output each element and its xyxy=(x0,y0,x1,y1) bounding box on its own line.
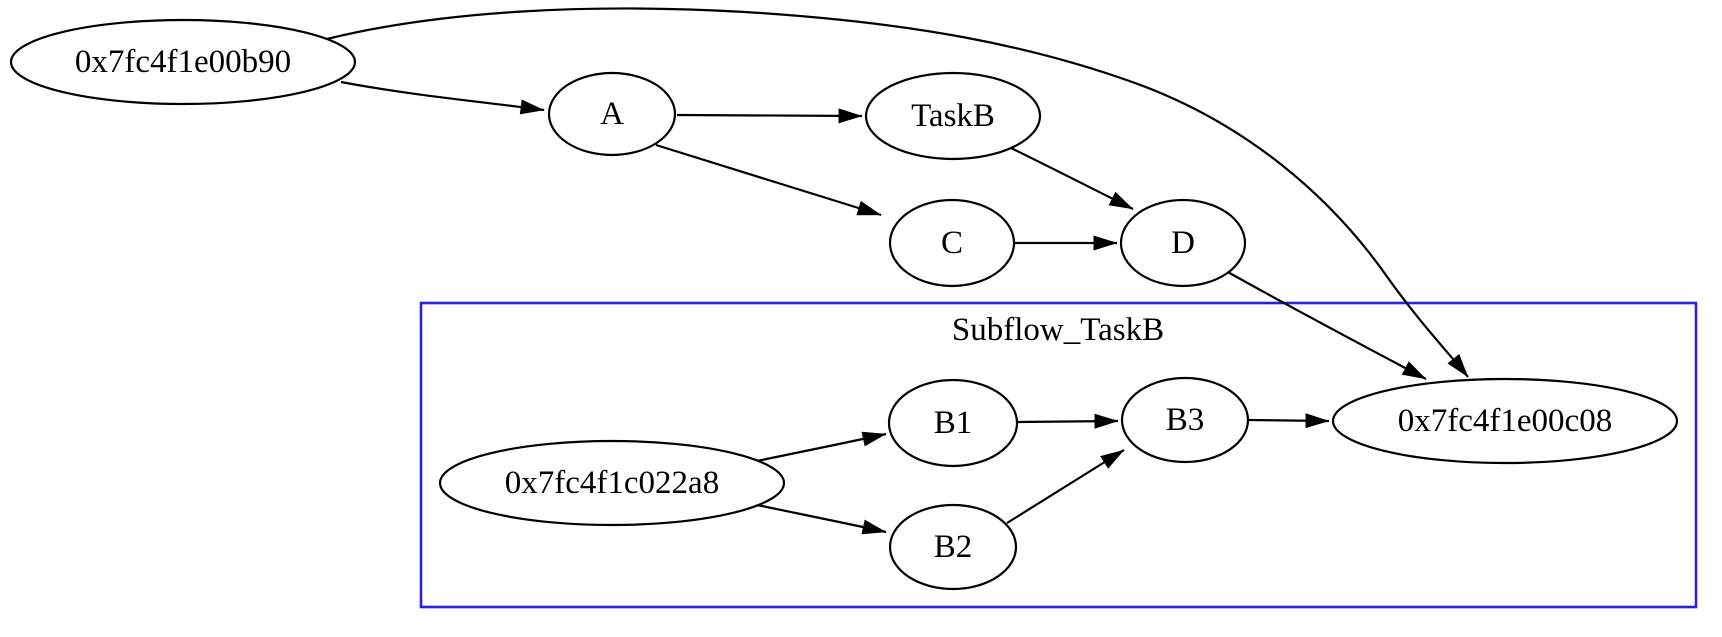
edge-B3-to-0x7fc4f1e00c08 xyxy=(1247,413,1330,429)
edge-B1-to-B3 xyxy=(1016,413,1119,429)
node-b3-label: B3 xyxy=(1166,402,1205,438)
node-0x7fc4f1e00c08-label: 0x7fc4f1e00c08 xyxy=(1398,403,1612,439)
node-taskb: TaskB xyxy=(864,71,1042,161)
node-d: D xyxy=(1119,198,1247,288)
node-a: A xyxy=(547,71,677,157)
node-a-label: A xyxy=(600,96,624,132)
node-c: C xyxy=(888,198,1016,288)
cluster-subflow-taskb: Subflow_TaskB xyxy=(419,301,1698,609)
edge-A-to-TaskB xyxy=(676,108,863,124)
node-b1-label: B1 xyxy=(934,405,973,441)
node-0x7fc4f1e00c08: 0x7fc4f1e00c08 xyxy=(1331,377,1679,465)
node-taskb-ellipse xyxy=(864,71,1042,161)
node-0x7fc4f1c022a8-ellipse xyxy=(438,439,786,527)
node-b2-label: B2 xyxy=(934,529,973,565)
node-b3-ellipse xyxy=(1120,376,1250,464)
node-0x7fc4f1c022a8-label: 0x7fc4f1c022a8 xyxy=(505,465,719,501)
node-0x7fc4f1e00b90-ellipse xyxy=(9,18,357,106)
node-b1-ellipse xyxy=(887,378,1019,468)
edge-TaskB-to-D xyxy=(1010,147,1134,210)
node-c-ellipse xyxy=(888,198,1016,288)
edge-0x7fc4f1c022a8-to-B1 xyxy=(756,431,887,463)
edge-A-to-C xyxy=(655,143,882,217)
node-0x7fc4f1c022a8: 0x7fc4f1c022a8 xyxy=(438,439,786,527)
node-a-ellipse xyxy=(547,71,677,157)
edge-0x7fc4f1e00b90-to-A xyxy=(340,80,545,115)
edge-B2-to-B3 xyxy=(1006,449,1125,524)
node-c-label: C xyxy=(941,225,963,261)
node-taskb-label: TaskB xyxy=(911,98,995,134)
cluster-border xyxy=(419,301,1698,609)
node-b2: B2 xyxy=(888,503,1018,591)
node-0x7fc4f1e00c08-ellipse xyxy=(1331,377,1679,465)
cluster-label: Subflow_TaskB xyxy=(952,312,1164,348)
node-0x7fc4f1e00b90-label: 0x7fc4f1e00b90 xyxy=(75,44,291,80)
edge-D-to-0x7fc4f1e00c08 xyxy=(1225,270,1427,380)
edge-0x7fc4f1e00b90-to-0x7fc4f1e00c08 xyxy=(326,7,1469,378)
node-d-ellipse xyxy=(1119,198,1247,288)
edges-layer xyxy=(326,7,1469,535)
node-b1: B1 xyxy=(887,378,1019,468)
node-b3: B3 xyxy=(1120,376,1250,464)
edge-0x7fc4f1c022a8-to-B2 xyxy=(756,503,887,535)
node-d-label: D xyxy=(1171,225,1195,261)
node-0x7fc4f1e00b90: 0x7fc4f1e00b90 xyxy=(9,18,357,106)
node-b2-ellipse xyxy=(888,503,1018,591)
